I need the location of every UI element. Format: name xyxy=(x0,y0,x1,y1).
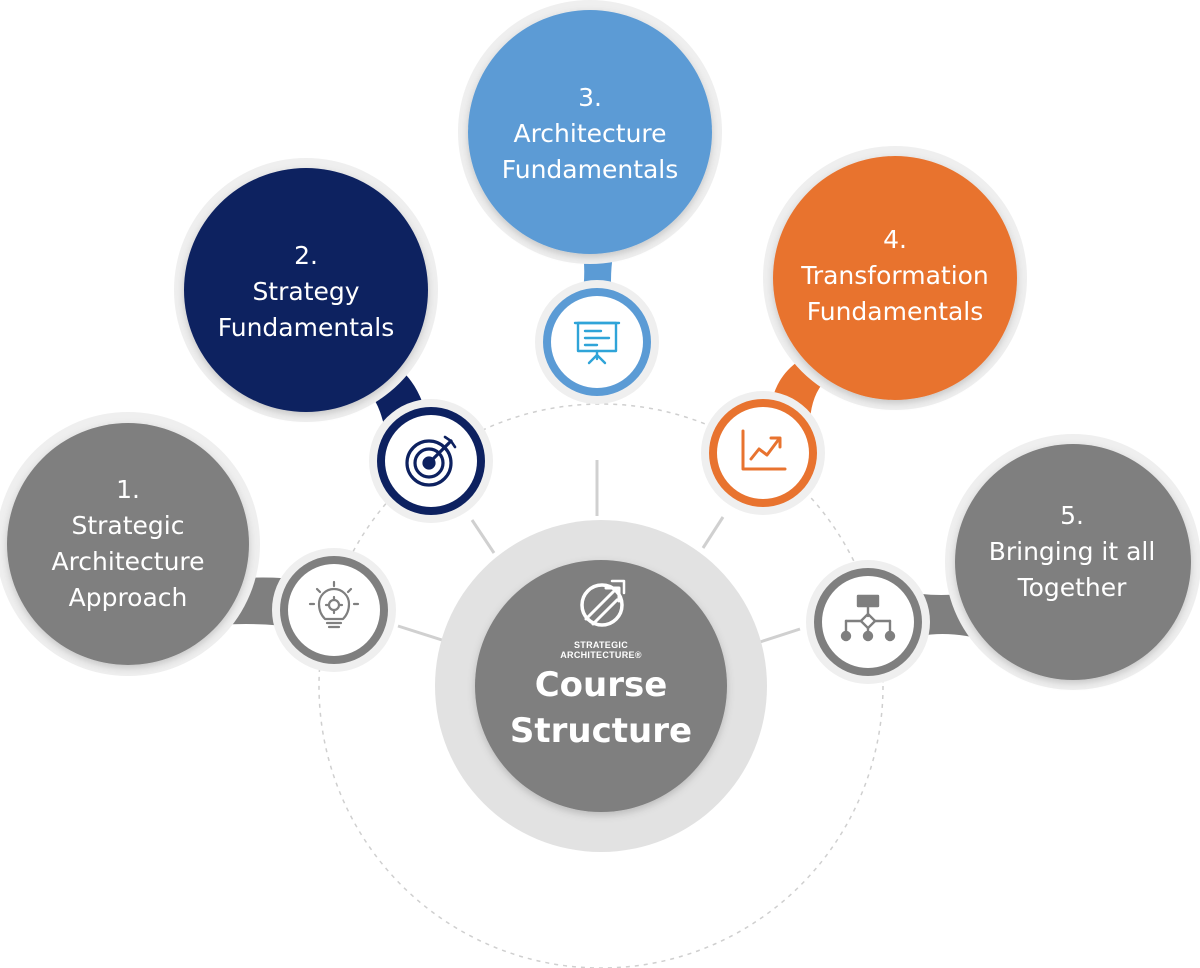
brand-name-line2: ARCHITECTURE® xyxy=(560,650,642,660)
hierarchy-flow-icon xyxy=(840,594,896,642)
module-4-bubble xyxy=(773,156,1017,400)
center-disc xyxy=(475,560,727,812)
module-5 xyxy=(806,434,1200,690)
module-5-bubble xyxy=(955,444,1191,680)
module-3-icon-disc xyxy=(551,296,643,388)
module-2-bubble xyxy=(184,168,428,412)
module-5-icon-disc xyxy=(822,576,914,668)
target-arrow-icon xyxy=(405,435,457,487)
module-3-bubble xyxy=(468,10,712,254)
center-hub xyxy=(435,520,767,852)
center-title-line2: Structure xyxy=(509,711,693,751)
presentation-board-icon xyxy=(573,321,621,365)
center-title-block: STRATEGIC ARCHITECTURE® Course Structure xyxy=(475,560,727,812)
module-1 xyxy=(0,412,396,676)
growth-chart-icon xyxy=(741,429,787,471)
orbit-ring xyxy=(318,403,884,968)
module-2 xyxy=(174,158,493,523)
strategic-architecture-logo-icon xyxy=(580,579,626,627)
center-title-line1: Course xyxy=(534,665,668,705)
brand-name-line1: STRATEGIC xyxy=(573,640,629,650)
connector-lines xyxy=(397,460,801,644)
module-1-bubble xyxy=(7,423,249,665)
lightbulb-gear-icon xyxy=(308,580,360,629)
module-4 xyxy=(701,146,1027,515)
module-3 xyxy=(458,0,722,404)
